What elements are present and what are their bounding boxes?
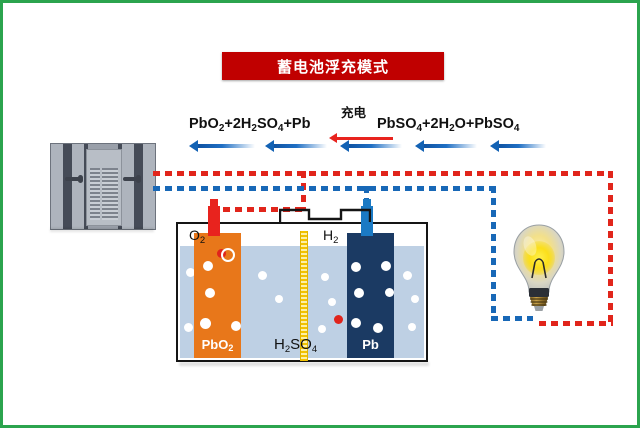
chemical-equation: PbO2+2H2SO4+Pb PbSO4+2H2O+PbSO4 充电 bbox=[189, 106, 549, 152]
negative-wire-bottom bbox=[491, 316, 533, 321]
cabinet-divider-1 bbox=[63, 144, 72, 229]
charge-direction-label: 充电 bbox=[341, 106, 367, 120]
positive-wire-top bbox=[153, 171, 613, 176]
gas-bubble bbox=[411, 295, 419, 303]
gas-bubble bbox=[184, 323, 193, 332]
negative-wire-top bbox=[153, 186, 495, 191]
flow-arrow-5-head bbox=[490, 140, 499, 152]
positive-terminal bbox=[208, 206, 220, 236]
gas-bubble bbox=[275, 295, 283, 303]
power-supply-cabinet bbox=[50, 143, 156, 230]
cabinet-panel-right bbox=[143, 144, 155, 229]
flow-arrow-3-head bbox=[340, 140, 349, 152]
light-bulb bbox=[513, 224, 565, 311]
flow-arrow-3-line bbox=[346, 144, 402, 148]
plate-bubble bbox=[351, 262, 361, 272]
gas-bubble bbox=[403, 271, 412, 280]
page-title-banner: 蓄电池浮充模式 bbox=[222, 52, 444, 80]
negative-wire-terminal-drop bbox=[364, 186, 369, 206]
cabinet-panel-3 bbox=[122, 144, 134, 229]
flow-arrow-2-head bbox=[265, 140, 274, 152]
plate-bubble bbox=[200, 318, 211, 329]
negative-terminal-cap bbox=[363, 199, 371, 206]
flow-arrow-4-line bbox=[421, 144, 477, 148]
positive-terminal-cap bbox=[210, 199, 218, 206]
flow-arrow-1-line bbox=[195, 144, 255, 148]
plate-bubble bbox=[205, 288, 215, 298]
flow-arrow-4-head bbox=[415, 140, 424, 152]
gas-bubble bbox=[258, 271, 267, 280]
positive-wire-bottom bbox=[539, 321, 613, 326]
gas-bubble bbox=[408, 323, 416, 331]
gas-bubble bbox=[186, 268, 195, 277]
oxygen-label: O2 bbox=[189, 227, 206, 246]
cabinet-divider-4 bbox=[134, 144, 143, 229]
cabinet-handle-left[interactable] bbox=[65, 175, 83, 183]
equation-right-side: PbSO4+2H2O+PbSO4 bbox=[377, 116, 520, 134]
gas-bubble bbox=[328, 298, 336, 306]
flow-arrow-5-line bbox=[496, 144, 546, 148]
gas-bubble bbox=[318, 325, 326, 333]
breaker-column-split bbox=[100, 168, 102, 220]
negative-plate-label: Pb bbox=[362, 337, 379, 352]
positive-wire-branch-left bbox=[211, 207, 306, 212]
negative-wire-right bbox=[491, 186, 496, 321]
positive-wire-right bbox=[608, 171, 613, 326]
hydrogen-label: H2 bbox=[323, 227, 339, 246]
breaker-rows bbox=[90, 168, 118, 220]
cabinet-shadow bbox=[50, 228, 154, 232]
plate-bubble bbox=[231, 321, 241, 331]
cabinet-breaker-panel bbox=[86, 149, 122, 226]
plate-bubble bbox=[385, 288, 394, 297]
positive-plate-label: PbO2 bbox=[201, 337, 234, 353]
plate-bubble bbox=[351, 318, 361, 328]
plate-bubble bbox=[354, 288, 364, 298]
electrolyte-label: H2SO4 bbox=[274, 336, 318, 355]
cell-separator bbox=[300, 231, 308, 361]
plate-ion-ring bbox=[221, 248, 235, 262]
flow-arrow-1-head bbox=[189, 140, 198, 152]
positive-wire-branch-down bbox=[301, 171, 306, 211]
plate-bubble bbox=[381, 261, 391, 271]
plate-bubble bbox=[203, 261, 213, 271]
page-title: 蓄电池浮充模式 bbox=[276, 58, 389, 76]
equation-left-side: PbO2+2H2SO4+Pb bbox=[189, 116, 311, 134]
cabinet-handle-right[interactable] bbox=[123, 175, 141, 183]
reaction-arrow-line bbox=[335, 137, 393, 140]
flow-arrow-2-line bbox=[271, 144, 327, 148]
cell-bracket-connector bbox=[279, 208, 371, 222]
plate-bubble bbox=[373, 323, 383, 333]
cabinet-panel-left bbox=[51, 144, 63, 229]
ion-marker-red bbox=[334, 315, 343, 324]
gas-bubble bbox=[321, 273, 329, 281]
reaction-arrow-head bbox=[329, 133, 337, 143]
cabinet-panel-2 bbox=[72, 144, 84, 229]
cell-shadow bbox=[179, 362, 429, 366]
